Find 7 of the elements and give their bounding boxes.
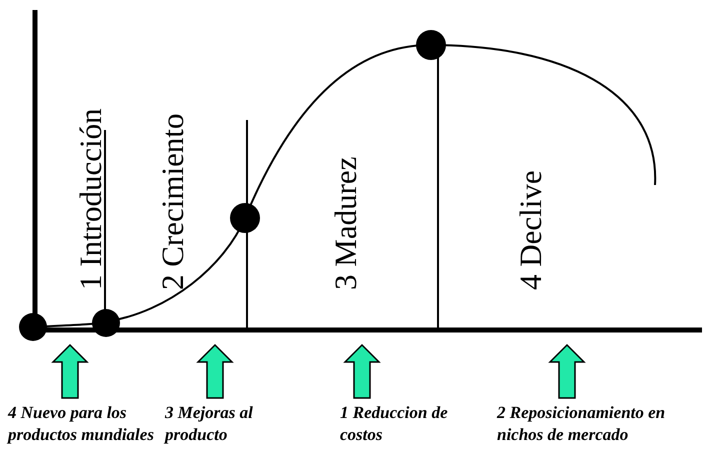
strategy-label: 2 Reposicionamiento en nichos de mercado [497,402,666,446]
stage-label: 3 Madurez [330,156,361,290]
stage-label: 2 Crecimiento [157,114,188,290]
strategy-label: 1 Reduccion de costos [340,402,449,446]
strategy-label: 3 Mejoras al producto [165,402,254,446]
stage-label: 1 Introducción [75,108,106,290]
stage-label: 4 Declive [515,170,546,290]
